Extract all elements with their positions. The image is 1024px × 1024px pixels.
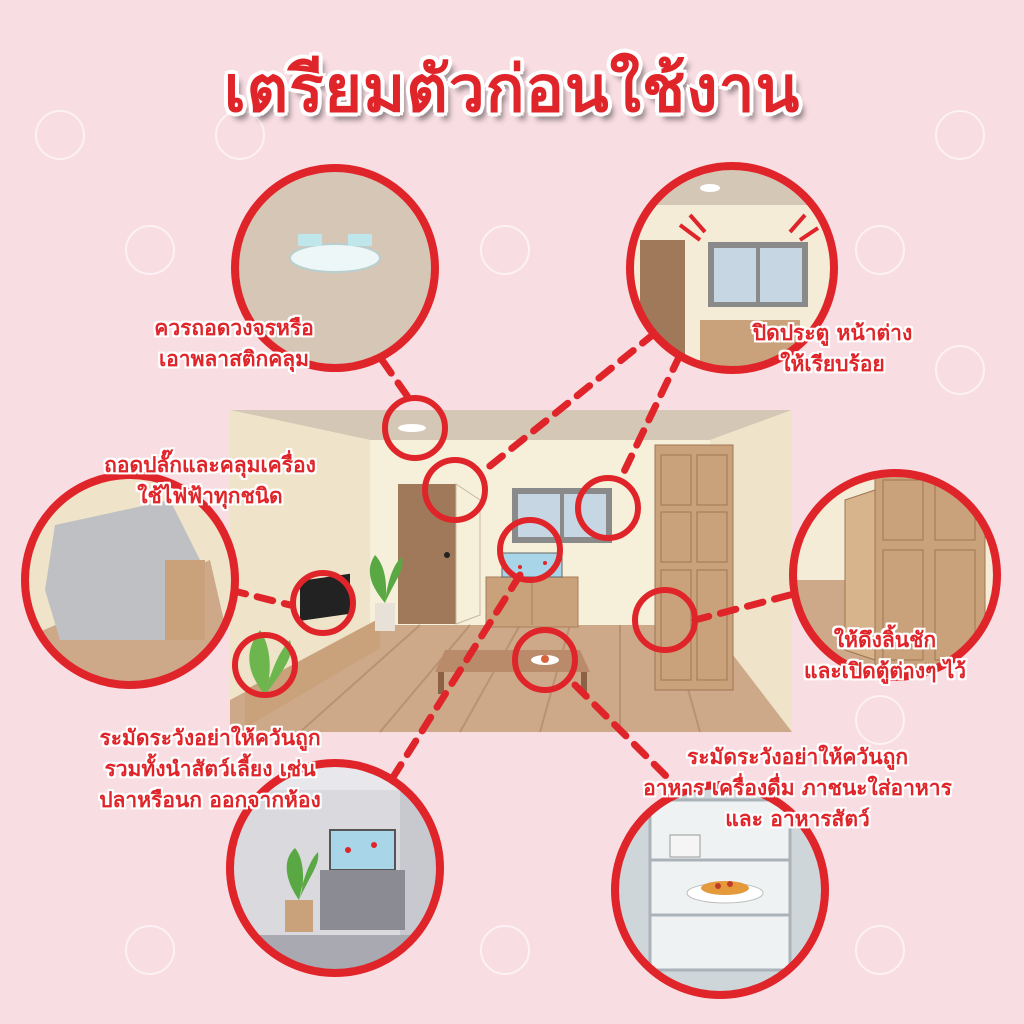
detail-circle-pets-room: [226, 759, 444, 977]
caption-line: อาหาร เครื่องดื่ม ภาชนะใส่อาหาร: [643, 776, 952, 800]
caption-unplug-appliances: ถอดปลั๊กและคลุมเครื่อง ใช้ไฟฟ้าทุกชนิด: [60, 450, 360, 512]
caption-doors-windows: ปิดประตู หน้าต่าง ให้เรียบร้อย: [720, 318, 945, 380]
caption-line: เอาพลาสติกคลุม: [158, 347, 309, 371]
caption-line: ระมัดระวังอย่าให้ควันถูก: [686, 745, 909, 769]
detail-circle-covered-appliance: [21, 471, 239, 689]
connector-lines: [226, 329, 794, 794]
caption-line: ควรถอดวงจรหรือ: [154, 316, 314, 340]
caption-line: ให้เรียบร้อย: [780, 352, 885, 376]
caption-line: และ อาหารสัตว์: [725, 807, 870, 831]
detail-circle-ceiling-light: [231, 164, 439, 372]
callout-small-circles: [232, 395, 698, 698]
caption-line: ให้ดึงลิ้นชัก: [833, 628, 937, 652]
detail-circle-fridge-food: [611, 781, 829, 999]
caption-open-drawers: ให้ดึงลิ้นชัก และเปิดตู้ต่างๆ ไว้: [765, 625, 1005, 687]
caption-line: ระมัดระวังอย่าให้ควันถูก: [99, 726, 321, 750]
page-title: เตรียมตัวก่อนใช้งาน: [223, 53, 801, 127]
detail-circle-open-cabinet: [789, 469, 1001, 681]
caption-remove-pets: ระมัดระวังอย่าให้ควันถูก รวมทั้งนำสัตว์เ…: [50, 723, 370, 816]
caption-line: และเปิดตู้ต่างๆ ไว้: [803, 659, 967, 683]
caption-line: ปิดประตู หน้าต่าง: [752, 321, 913, 345]
caption-line: ถอดปลั๊กและคลุมเครื่อง: [104, 453, 316, 477]
caption-line: ปลาหรือนก ออกจากห้อง: [99, 788, 321, 812]
caption-line: ใช้ไฟฟ้าทุกชนิด: [137, 484, 283, 508]
caption-ceiling-light: ควรถอดวงจรหรือ เอาพลาสติกคลุม: [118, 313, 350, 375]
caption-line: รวมทั้งนำสัตว์เลี้ยง เช่น: [104, 757, 316, 781]
caption-protect-food: ระมัดระวังอย่าให้ควันถูก อาหาร เครื่องดื…: [615, 742, 980, 835]
